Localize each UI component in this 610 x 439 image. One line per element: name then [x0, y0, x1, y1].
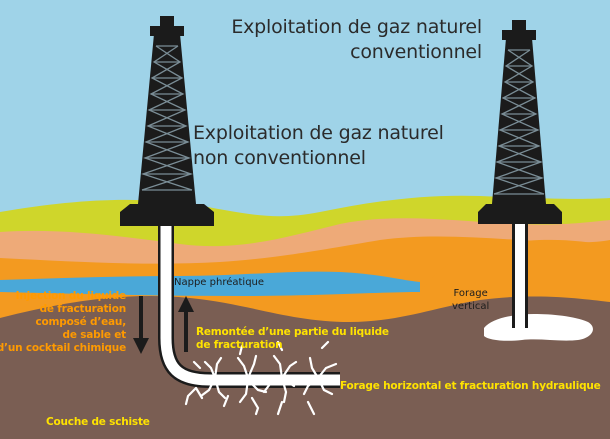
return-label: Remontée d’une partie du liquide de frac…: [196, 326, 389, 352]
return-arrow: [178, 296, 194, 352]
horizontal-drilling-label: Forage horizontal et fracturation hydrau…: [340, 380, 601, 392]
unconventional-derrick: [120, 16, 214, 226]
injection-label-line: de fracturation: [39, 303, 127, 315]
injection-arrow: [133, 296, 149, 354]
return-label-line: de fracturation: [196, 339, 283, 351]
return-label-line: Remontée d’une partie du liquide: [196, 326, 389, 338]
unconventional-title-line2: non conventionnel: [193, 147, 366, 169]
conventional-title: Exploitation de gaz naturel conventionne…: [231, 15, 482, 65]
conventional-derrick-base: [478, 204, 562, 224]
unconventional-derrick-base: [120, 204, 214, 226]
injection-label-line: Injection du liquide: [15, 290, 127, 302]
vertical-drilling-label-line1: Forage: [453, 288, 488, 299]
vertical-drilling-label: Forage vertical: [452, 287, 489, 313]
vertical-drilling-label-line2: vertical: [452, 301, 490, 312]
aquifer-label: Nappe phréatique: [174, 277, 265, 288]
conventional-title-line1: Exploitation de gaz naturel: [231, 16, 482, 38]
unconventional-title-line1: Exploitation de gaz naturel: [193, 122, 444, 144]
unconventional-title: Exploitation de gaz naturel non conventi…: [193, 121, 444, 171]
injection-label: Injection du liquide de fracturation com…: [0, 290, 126, 355]
fractures: [184, 340, 338, 416]
conventional-derrick: [478, 20, 562, 224]
shale-layer: [0, 296, 610, 439]
vertical-well-pipe-inner: [515, 212, 525, 328]
gas-pocket: [484, 314, 593, 341]
aquifer-layer: [0, 271, 420, 300]
injection-label-line: composé d’eau,: [35, 316, 126, 328]
injection-label-line: d’un cocktail chimique: [0, 342, 126, 354]
shale-label: Couche de schiste: [46, 416, 150, 428]
conventional-title-line2: conventionnel: [350, 41, 482, 63]
injection-label-line: de sable et: [62, 329, 127, 341]
